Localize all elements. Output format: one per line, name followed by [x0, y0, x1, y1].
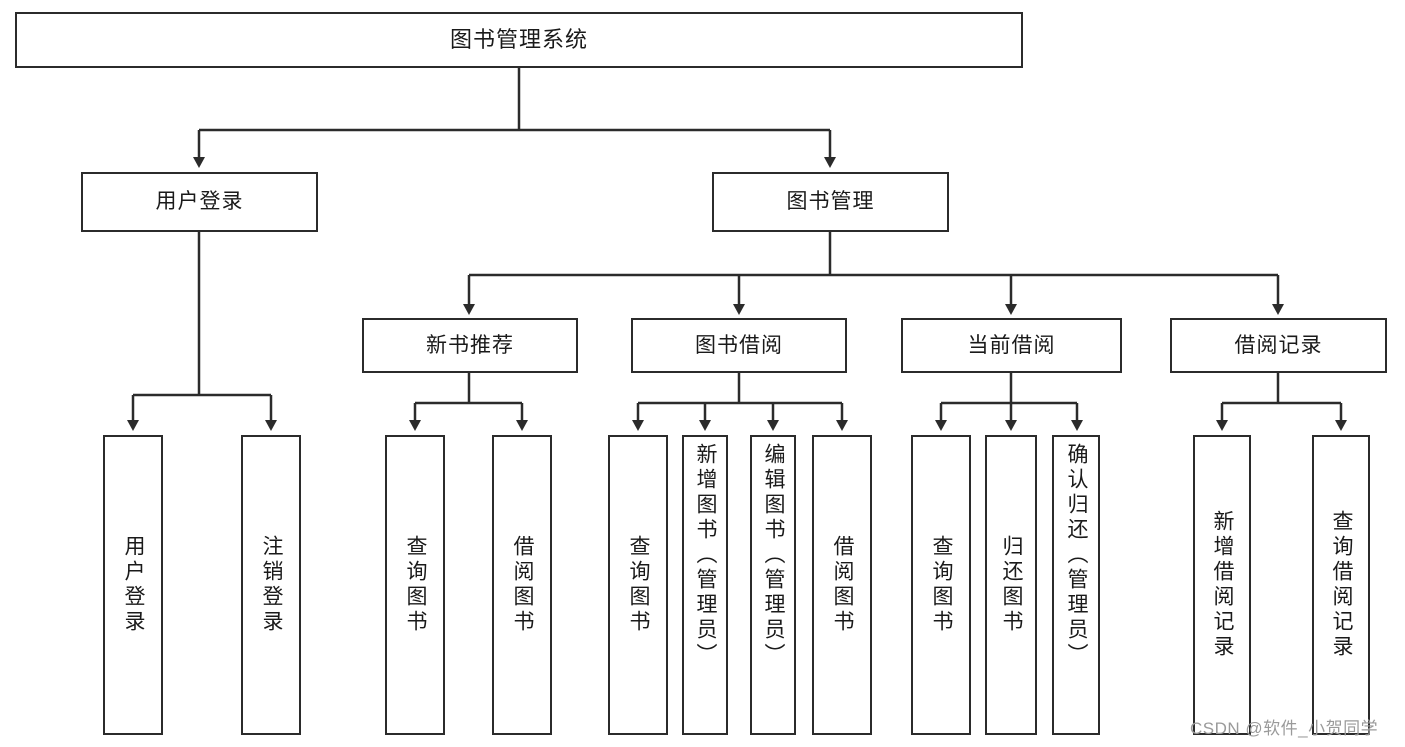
- leaf-add-book-admin[interactable]: 新增图书（管理员）: [682, 435, 728, 735]
- node-new-book-recommend[interactable]: 新书推荐: [362, 318, 578, 373]
- leaf-label: 查询图书: [404, 535, 428, 635]
- node-user-login[interactable]: 用户登录: [81, 172, 318, 232]
- node-book-borrow[interactable]: 图书借阅: [631, 318, 847, 373]
- node-label: 图书管理系统: [449, 26, 588, 52]
- leaf-label: 查询图书: [627, 535, 651, 635]
- leaf-label: 用户登录: [122, 535, 146, 635]
- leaf-return-book[interactable]: 归还图书: [985, 435, 1037, 735]
- node-current-borrow[interactable]: 当前借阅: [901, 318, 1122, 373]
- leaf-query-book-borrow[interactable]: 查询图书: [608, 435, 668, 735]
- leaf-logout[interactable]: 注销登录: [241, 435, 301, 735]
- leaf-label: 归还图书: [1000, 535, 1024, 635]
- leaf-label: 编辑图书（管理员）: [762, 443, 786, 668]
- node-label: 图书管理: [786, 190, 875, 214]
- leaf-edit-book-admin[interactable]: 编辑图书（管理员）: [750, 435, 796, 735]
- leaf-confirm-return-admin[interactable]: 确认归还（管理员）: [1052, 435, 1100, 735]
- leaf-label: 新增图书（管理员）: [694, 443, 718, 668]
- node-label: 当前借阅: [967, 333, 1056, 357]
- leaf-add-borrow-record[interactable]: 新增借阅记录: [1193, 435, 1251, 735]
- node-book-management[interactable]: 图书管理: [712, 172, 949, 232]
- node-label: 用户登录: [155, 190, 244, 214]
- leaf-borrow-book[interactable]: 借阅图书: [812, 435, 872, 735]
- node-label: 借阅记录: [1234, 333, 1323, 357]
- leaf-label: 查询图书: [930, 535, 954, 635]
- leaf-label: 借阅图书: [831, 535, 855, 635]
- leaf-label: 查询借阅记录: [1330, 510, 1354, 660]
- watermark-text: CSDN @软件_小贺同学: [1190, 719, 1379, 738]
- leaf-query-borrow-record[interactable]: 查询借阅记录: [1312, 435, 1370, 735]
- leaf-query-book-recommend[interactable]: 查询图书: [385, 435, 445, 735]
- leaf-label: 注销登录: [260, 535, 284, 635]
- leaf-label: 确认归还（管理员）: [1065, 443, 1089, 668]
- node-root-system[interactable]: 图书管理系统: [15, 12, 1023, 68]
- leaf-query-book-current[interactable]: 查询图书: [911, 435, 971, 735]
- node-label: 图书借阅: [695, 333, 783, 357]
- leaf-user-login[interactable]: 用户登录: [103, 435, 163, 735]
- leaf-label: 新增借阅记录: [1211, 510, 1235, 660]
- node-borrow-record[interactable]: 借阅记录: [1170, 318, 1387, 373]
- node-label: 新书推荐: [426, 333, 514, 357]
- leaf-borrow-book-recommend[interactable]: 借阅图书: [492, 435, 552, 735]
- leaf-label: 借阅图书: [511, 535, 535, 635]
